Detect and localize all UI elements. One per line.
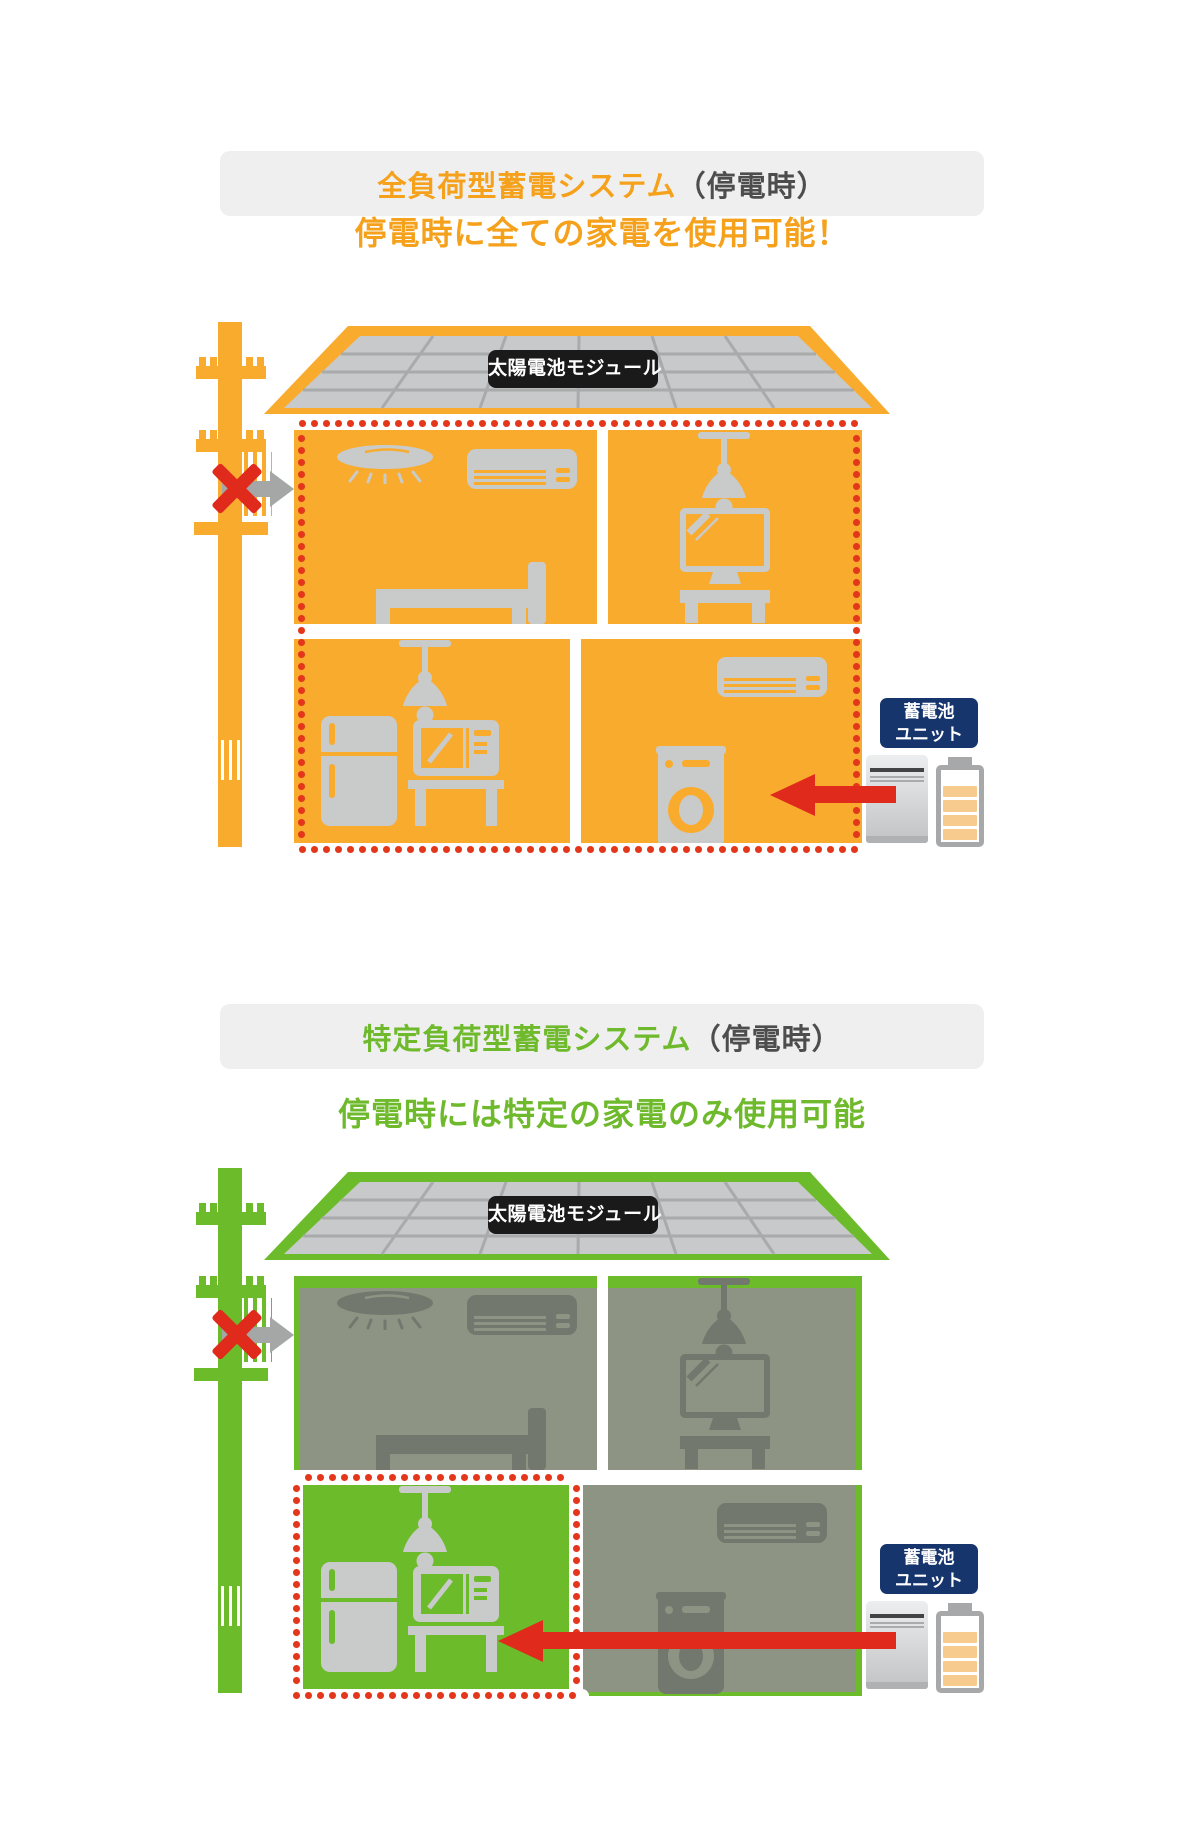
insulator-pair [199, 1203, 206, 1213]
insulator-pair [246, 1203, 253, 1213]
pole-crossarm [194, 1368, 268, 1381]
pendant-light-icon [692, 432, 756, 522]
section-full-title: 全負荷型蓄電システム [377, 170, 677, 203]
insulator-pair [246, 1276, 253, 1286]
refrigerator-icon [321, 1562, 397, 1672]
section-specific-subtitle: 停電時には特定の家電のみ使用可能 [337, 1096, 866, 1132]
air-conditioner-icon [466, 1294, 578, 1339]
microwave-table-icon [408, 720, 504, 826]
battery-unit-label: 蓄電池 ユニット [880, 698, 978, 748]
refrigerator-icon [321, 716, 397, 826]
backup-zone-border-bottom [292, 1691, 576, 1700]
power-cut-x-icon [206, 458, 268, 520]
insulator-pair [199, 430, 206, 440]
solar-module-label: 太陽電池モジュール [488, 350, 662, 388]
pole-crossarm [196, 439, 266, 452]
microwave-table-icon [408, 1566, 504, 1672]
pendant-light-icon [393, 1486, 457, 1576]
battery-label-line1: 蓄電池 [903, 1548, 955, 1567]
section-specific-title: 特定負荷型蓄電システム [362, 1023, 692, 1056]
backup-zone-border-left [292, 1484, 301, 1694]
pole-crossarm [196, 1212, 266, 1225]
pole-stripes [221, 740, 242, 780]
air-conditioner-icon [466, 448, 578, 493]
section-full-subtitle: 停電時に全ての家電を使用可能！ [354, 215, 850, 251]
grid-power-arrow-head [270, 1317, 294, 1353]
power-cut-x-icon [206, 1304, 268, 1366]
ceiling-light-icon [335, 444, 435, 484]
eaves-band [250, 1262, 908, 1276]
solar-module-label: 太陽電池モジュール [488, 1196, 662, 1234]
battery-supply-arrow [770, 774, 896, 816]
section-specific-header: 特定負荷型蓄電システム（停電時） [220, 1004, 984, 1069]
tv-icon [680, 508, 770, 623]
room-divider [597, 1276, 608, 1470]
section-specific-title-paren: （停電時） [691, 1023, 842, 1056]
floor-divider [282, 624, 908, 639]
battery-label-line1: 蓄電池 [903, 702, 955, 721]
backup-zone-border-top [292, 1473, 582, 1482]
air-conditioner-icon [716, 1502, 828, 1547]
battery-supply-arrow [498, 1620, 896, 1662]
scene-full-load: 太陽電池モジュール [0, 322, 1180, 867]
battery-icon [936, 1603, 984, 1693]
room-divider [597, 430, 608, 624]
scene-specific-load: 太陽電池モジュール [0, 1168, 1180, 1713]
backup-zone-border-right [852, 434, 861, 840]
insulator-pair [199, 357, 206, 367]
backup-zone-border-left [297, 434, 306, 840]
backup-zone-border-bottom [298, 845, 858, 854]
battery-label-line2: ユニット [895, 1571, 963, 1590]
ceiling-light-icon [335, 1290, 435, 1330]
bed-icon [376, 562, 546, 624]
cabinet-slit [870, 1614, 924, 1618]
air-conditioner-icon [716, 656, 828, 701]
power-conditioner [866, 755, 928, 843]
room-divider [570, 639, 581, 850]
pole-crossarm [194, 522, 268, 535]
pendant-light-icon [692, 1278, 756, 1368]
pole-stripes [221, 1586, 242, 1626]
tv-icon [680, 1354, 770, 1469]
section-full-title-paren: （停電時） [676, 170, 827, 203]
pole-crossarm [196, 1285, 266, 1298]
pole-crossarm [196, 366, 266, 379]
washing-machine-icon [656, 740, 726, 848]
cabinet-slit [870, 768, 924, 772]
backup-zone-border-top [298, 419, 858, 428]
grid-power-arrow-head [270, 471, 294, 507]
battery-unit-label: 蓄電池 ユニット [880, 1544, 978, 1594]
insulator-pair [246, 430, 253, 440]
pendant-light-icon [393, 640, 457, 730]
section-full-header: 全負荷型蓄電システム（停電時） [220, 151, 984, 216]
battery-label-line2: ユニット [895, 725, 963, 744]
insulator-pair [246, 357, 253, 367]
insulator-pair [199, 1276, 206, 1286]
battery-icon [936, 757, 984, 847]
bed-icon [376, 1408, 546, 1470]
backup-zone-border-right [572, 1484, 581, 1694]
